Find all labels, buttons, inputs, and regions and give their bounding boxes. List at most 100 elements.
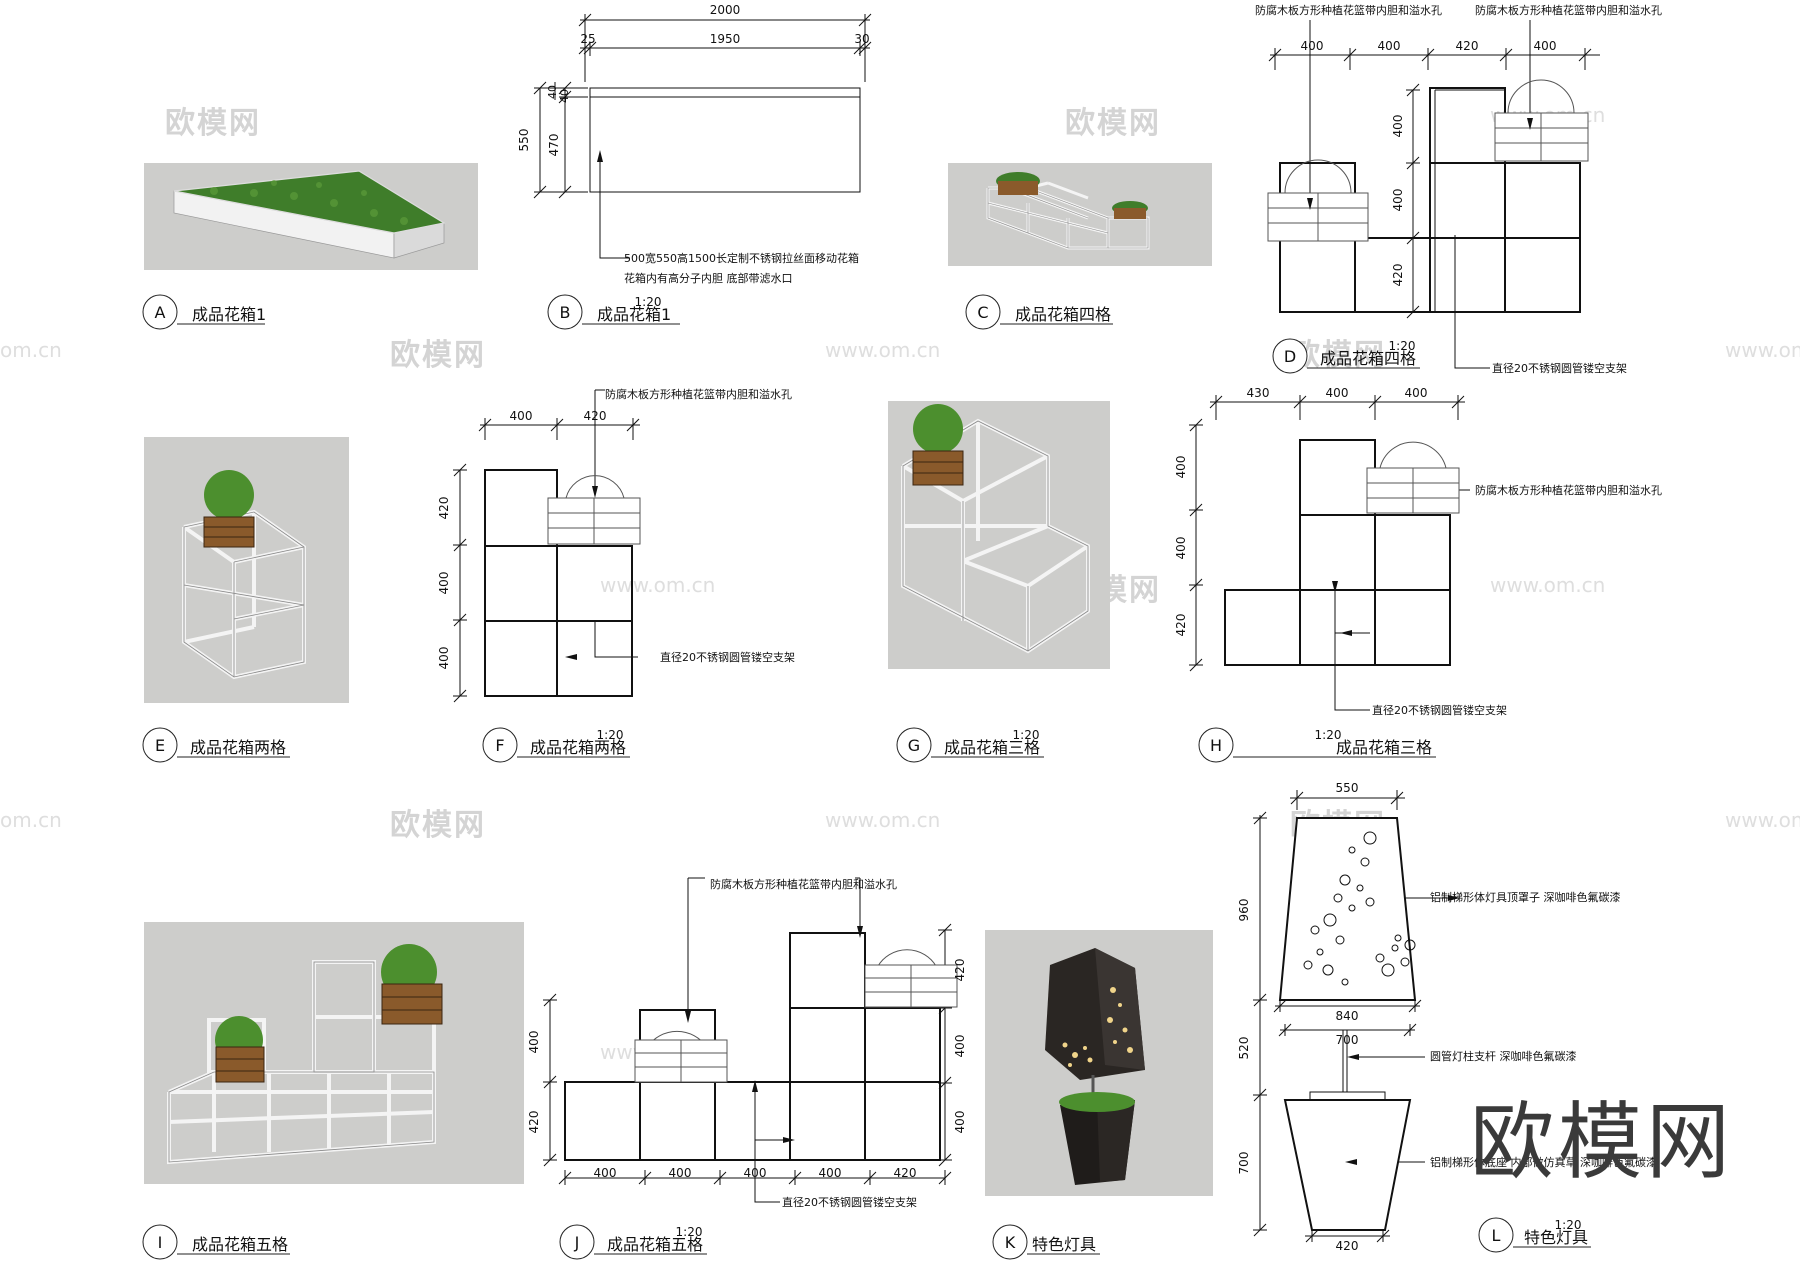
watermark-site: om.cn	[0, 338, 62, 362]
d-dim-left-1: 400	[1391, 115, 1405, 138]
render-c-graphic	[948, 163, 1212, 266]
l-dim-shade-height: 960	[1237, 899, 1251, 922]
watermark-site: om.cn	[0, 808, 62, 832]
b-dim-inner: 1950	[710, 32, 741, 46]
b-dim-right: 30	[854, 32, 869, 46]
watermark-brand: 欧模网	[390, 808, 486, 843]
elevation-l: 550 960 520 700 840 700 420 铝制梯形体灯具顶罩子 深…	[1237, 781, 1657, 1253]
label-b: B 成品花箱1 1:20	[547, 294, 680, 330]
label-h: H 成品花箱三格 1:20	[1198, 727, 1436, 763]
d-dim-left-2: 400	[1391, 189, 1405, 212]
render-i-five-cell	[144, 922, 524, 1184]
j-dim-left-2: 420	[527, 1111, 541, 1134]
j-dim-bottom-4: 400	[819, 1166, 842, 1180]
label-a: A 成品花箱1	[142, 294, 266, 330]
h-dim-top-3: 400	[1405, 386, 1428, 400]
h-dim-left-2: 400	[1174, 537, 1188, 560]
d-dim-top-4: 400	[1534, 39, 1557, 53]
b-dim-height: 550	[517, 129, 531, 152]
render-k-lamp	[985, 930, 1213, 1196]
label-l-letter: L	[1492, 1226, 1501, 1245]
label-e-title: 成品花箱两格	[190, 738, 286, 757]
watermark-brand: 欧模网	[390, 338, 486, 373]
b-note-2: 花箱内有高分子内胆 底部带滤水口	[624, 271, 793, 285]
label-d-letter: D	[1284, 347, 1296, 366]
b-dim-body: 470	[547, 134, 561, 157]
b-dim-top2: 40	[558, 89, 571, 103]
l-dim-mid-height: 520	[1237, 1037, 1251, 1060]
l-dim-top-width: 550	[1336, 781, 1359, 795]
label-c-title: 成品花箱四格	[1015, 305, 1111, 324]
label-j: J 成品花箱五格 1:20	[559, 1224, 707, 1260]
j-bottom-note: 直径20不锈钢圆管镂空支架	[782, 1195, 917, 1209]
b-note-1: 500宽550高1500长定制不锈钢拉丝面移动花箱	[624, 251, 859, 265]
label-e-letter: E	[155, 736, 165, 755]
l-dim-pot-top: 700	[1336, 1033, 1359, 1047]
j-dim-bottom-1: 400	[594, 1166, 617, 1180]
label-c: C 成品花箱四格	[965, 294, 1113, 330]
render-a-graphic	[144, 163, 478, 270]
h-bottom-note: 直径20不锈钢圆管镂空支架	[1372, 703, 1507, 717]
h-dim-left-3: 420	[1174, 614, 1188, 637]
l-dim-pot-bottom: 420	[1336, 1239, 1359, 1253]
label-i-title: 成品花箱五格	[192, 1235, 288, 1254]
j-dim-bottom-2: 400	[669, 1166, 692, 1180]
label-g-letter: G	[908, 736, 920, 755]
label-f-letter: F	[495, 736, 504, 755]
label-l-scale: 1:20	[1555, 1218, 1582, 1232]
label-l-title: 特色灯具	[1524, 1228, 1588, 1247]
j-top-note: 防腐木板方形种植花篮带内胆和溢水孔	[710, 877, 897, 891]
elevation-d: 防腐木板方形种植花篮带内胆和溢水孔 防腐木板方形种植花篮带内胆和溢水孔	[1255, 3, 1662, 375]
label-h-scale: 1:20	[1315, 728, 1342, 742]
l-note-pot: 铝制梯形体底座 内部做仿真草 深咖啡色氟碳漆	[1430, 1155, 1657, 1169]
f-dim-left-2: 400	[437, 572, 451, 595]
render-a-long-planter	[144, 163, 478, 270]
watermark-site: www.om.cn	[1725, 338, 1800, 362]
h-dim-top-1: 430	[1247, 386, 1270, 400]
d-top-note-1: 防腐木板方形种植花篮带内胆和溢水孔	[1255, 3, 1442, 17]
label-b-title: 成品花箱1	[597, 305, 671, 324]
label-j-letter: J	[574, 1233, 580, 1252]
render-g-three-cell	[888, 401, 1110, 669]
label-k-letter: K	[1005, 1233, 1016, 1252]
l-note-pole: 圆管灯柱支杆 深咖啡色氟碳漆	[1430, 1049, 1577, 1063]
label-e: E 成品花箱两格	[142, 727, 290, 763]
d-dim-top-3: 420	[1456, 39, 1479, 53]
watermark-brand: 欧模网	[165, 106, 261, 141]
h-dim-left-1: 400	[1174, 456, 1188, 479]
h-side-note: 防腐木板方形种植花篮带内胆和溢水孔	[1475, 483, 1662, 497]
d-dim-top-2: 400	[1378, 39, 1401, 53]
render-e-graphic	[144, 437, 349, 703]
label-g: G 成品花箱三格 1:20	[896, 727, 1044, 763]
label-b-scale: 1:20	[635, 295, 662, 309]
label-d-scale: 1:20	[1389, 339, 1416, 353]
label-j-scale: 1:20	[676, 1225, 703, 1239]
j-dim-right-1: 420	[953, 959, 967, 982]
h-dim-top-2: 400	[1326, 386, 1349, 400]
watermark-site: www.om.cn	[1490, 573, 1606, 597]
render-k-graphic	[985, 930, 1213, 1196]
elevation-h: 430 400 400 400 400 420 防腐木板方形种植花篮带内胆和溢水…	[1174, 386, 1662, 717]
brand-watermark-logo: 欧模网	[1470, 1093, 1735, 1191]
b-dim-top: 40	[546, 85, 559, 99]
d-top-note-2: 防腐木板方形种植花篮带内胆和溢水孔	[1475, 3, 1662, 17]
b-dim-left: 25	[580, 32, 595, 46]
render-e-two-cell	[144, 437, 349, 703]
render-i-graphic	[144, 922, 524, 1184]
label-d: D 成品花箱四格 1:20	[1272, 338, 1420, 374]
j-dim-bottom-5: 420	[894, 1166, 917, 1180]
label-i-letter: I	[158, 1233, 163, 1252]
label-f: F 成品花箱两格 1:20	[482, 727, 630, 763]
f-dim-left-1: 420	[437, 497, 451, 520]
d-bottom-note: 直径20不锈钢圆管镂空支架	[1492, 361, 1627, 375]
watermark-brand: 欧模网	[1065, 106, 1161, 141]
label-f-scale: 1:20	[597, 728, 624, 742]
label-i: I 成品花箱五格	[142, 1224, 290, 1260]
watermark-site: www.om.cn	[600, 573, 716, 597]
f-top-note: 防腐木板方形种植花篮带内胆和溢水孔	[605, 387, 792, 401]
f-side-note: 直径20不锈钢圆管镂空支架	[660, 650, 795, 664]
watermark-site: www.om.cn	[1725, 808, 1800, 832]
j-dim-right-2: 400	[953, 1035, 967, 1058]
watermark-site: www.om.cn	[825, 808, 941, 832]
